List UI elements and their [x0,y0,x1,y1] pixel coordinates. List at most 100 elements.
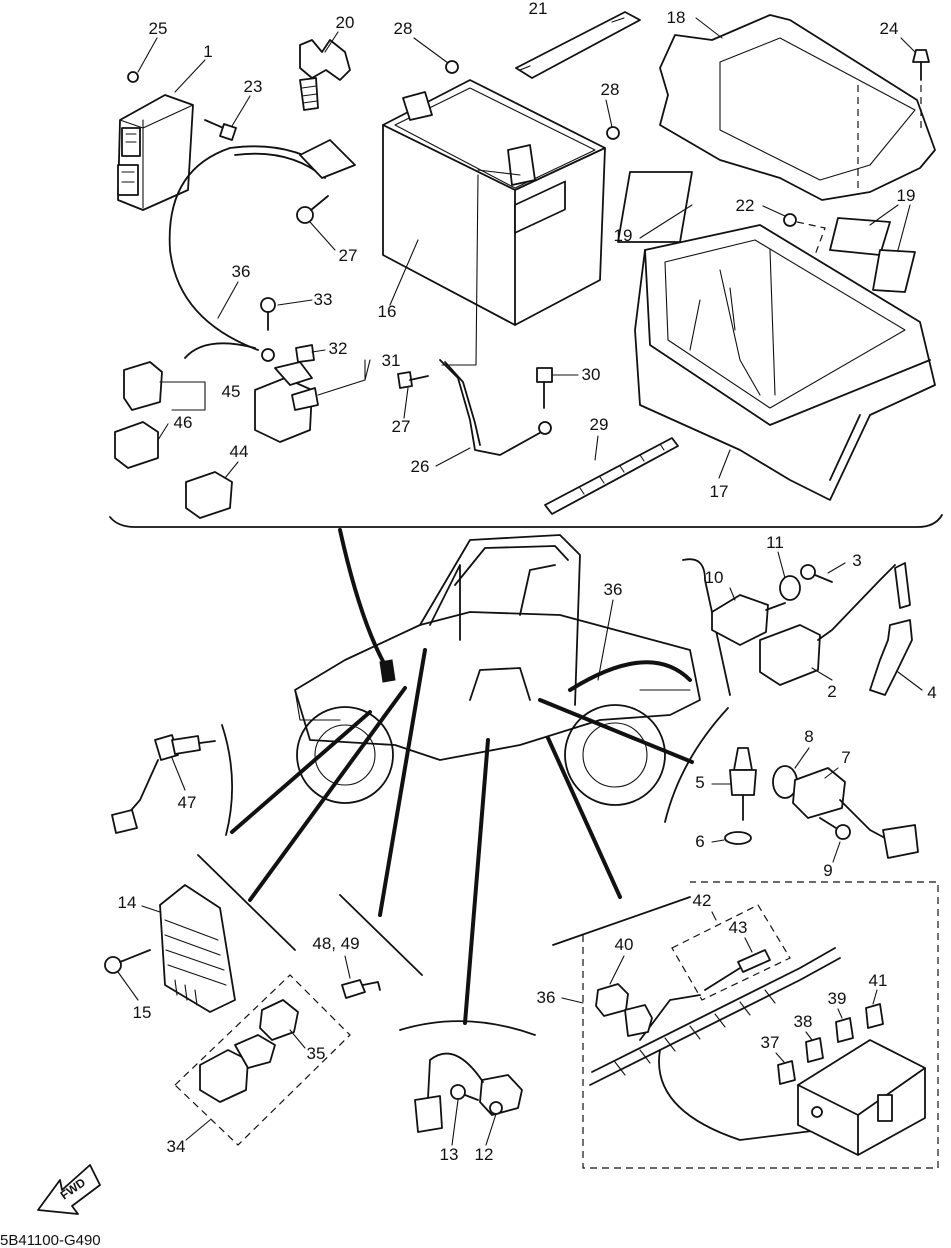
cable-tie-29[interactable] [544,437,679,515]
callout-35: 35 [307,1044,326,1063]
callout-8: 8 [804,727,813,746]
starter-relay-31[interactable] [254,361,319,443]
sensor-10[interactable] [711,594,786,646]
group-box-34 [174,974,351,1146]
bolt-3[interactable] [800,564,833,583]
sensor-7[interactable] [792,767,919,859]
nut-28-right[interactable] [606,126,620,140]
group-box-36 [582,881,939,1169]
callout-29: 29 [590,415,609,434]
spark-plug-5[interactable] [729,747,757,821]
callout-28b: 28 [601,80,620,99]
bolt-33[interactable] [260,297,276,331]
battery-16[interactable] [382,79,606,326]
bolt-27-lower[interactable] [397,371,429,389]
key-48-49[interactable] [341,979,381,999]
callout-19b: 19 [897,186,916,205]
gasket-6[interactable] [724,831,752,845]
connector-44[interactable] [185,471,233,519]
callout-30: 30 [582,365,601,384]
callout-44: 44 [230,442,249,461]
callout-36b: 36 [604,580,623,599]
callout-28a: 28 [394,19,413,38]
callout-38: 38 [794,1012,813,1031]
leader-31 [317,359,371,396]
plug-cap-4[interactable] [869,619,913,696]
rectifier-regulator-14[interactable] [159,884,236,1013]
callout-13: 13 [440,1145,459,1164]
fuse-32[interactable] [295,344,315,363]
callout-39: 39 [828,989,847,1008]
callout-40: 40 [615,935,634,954]
relay-socket-46[interactable] [114,421,159,469]
nut-25[interactable] [127,71,139,83]
bolt-15[interactable] [104,949,151,974]
callout-47: 47 [178,793,197,812]
switch-35[interactable] [259,999,299,1041]
callout-16: 16 [378,302,397,321]
screw-22[interactable] [783,213,797,227]
wire-harness-36-top[interactable] [168,139,356,362]
fuse-box[interactable] [797,1039,926,1156]
sensor-47[interactable] [111,734,216,834]
callout-7: 7 [841,748,850,767]
callout-32: 32 [329,339,348,358]
leader-lines [230,528,694,1025]
ignition-coil-2[interactable] [759,562,911,686]
callout-20: 20 [336,13,355,32]
o-ring-11[interactable] [779,575,801,601]
callout-24: 24 [880,19,899,38]
fuse-37[interactable] [777,1060,796,1085]
bolt-23[interactable] [204,119,237,141]
ignition-group [711,562,913,696]
callout-6: 6 [695,832,704,851]
bolt-30[interactable] [536,367,553,409]
sensor-12[interactable] [414,1052,523,1133]
relay-40[interactable] [595,983,629,1017]
callout-36c: 36 [537,988,556,1007]
fuse-38[interactable] [805,1037,824,1063]
battery-box-17[interactable] [634,224,936,501]
callout-15: 15 [133,1003,152,1022]
callout-27a: 27 [339,246,358,265]
callout-14: 14 [118,893,137,912]
switch-34[interactable] [199,1034,276,1103]
callout-17: 17 [710,482,729,501]
callout-22: 22 [736,196,755,215]
callout-36a: 36 [232,262,251,281]
callout-46: 46 [174,413,193,432]
bolt-27-upper[interactable] [296,195,329,224]
callout-1: 1 [203,42,212,61]
relay-socket-40[interactable] [624,1004,653,1037]
fuse-41[interactable] [865,1003,884,1029]
callout-42: 42 [693,891,712,910]
nut-28-left[interactable] [445,60,459,74]
leader-45 [159,381,206,411]
forward-direction-arrow: FWD [37,1164,101,1215]
cable-clamp-20[interactable] [299,39,351,111]
callout-11: 11 [766,533,784,552]
callout-10: 10 [705,568,724,587]
callout-27b: 27 [392,417,411,436]
battery-band-21[interactable] [515,11,641,79]
callout-37: 37 [761,1033,780,1052]
fuse-holder-43 [704,967,741,991]
callout-9: 9 [823,861,832,880]
ecu-unit[interactable] [117,94,194,211]
battery-cable-26[interactable] [439,359,552,456]
callout-3: 3 [852,551,861,570]
callout-26: 26 [411,457,430,476]
bolt-13[interactable] [450,1084,479,1101]
callout-5: 5 [695,773,704,792]
fuse-43[interactable] [737,949,771,973]
bolt-9[interactable] [819,817,851,840]
screw-24[interactable] [912,49,930,81]
guide-line-22 [796,221,826,283]
pad-19-right-b[interactable] [872,249,916,293]
fuse-39[interactable] [835,1017,854,1043]
diagram-code: 5B41100-G490 [0,1232,101,1248]
callout-33: 33 [314,290,333,309]
relay-45[interactable] [123,361,163,411]
battery-box-cover-18[interactable] [659,14,936,201]
